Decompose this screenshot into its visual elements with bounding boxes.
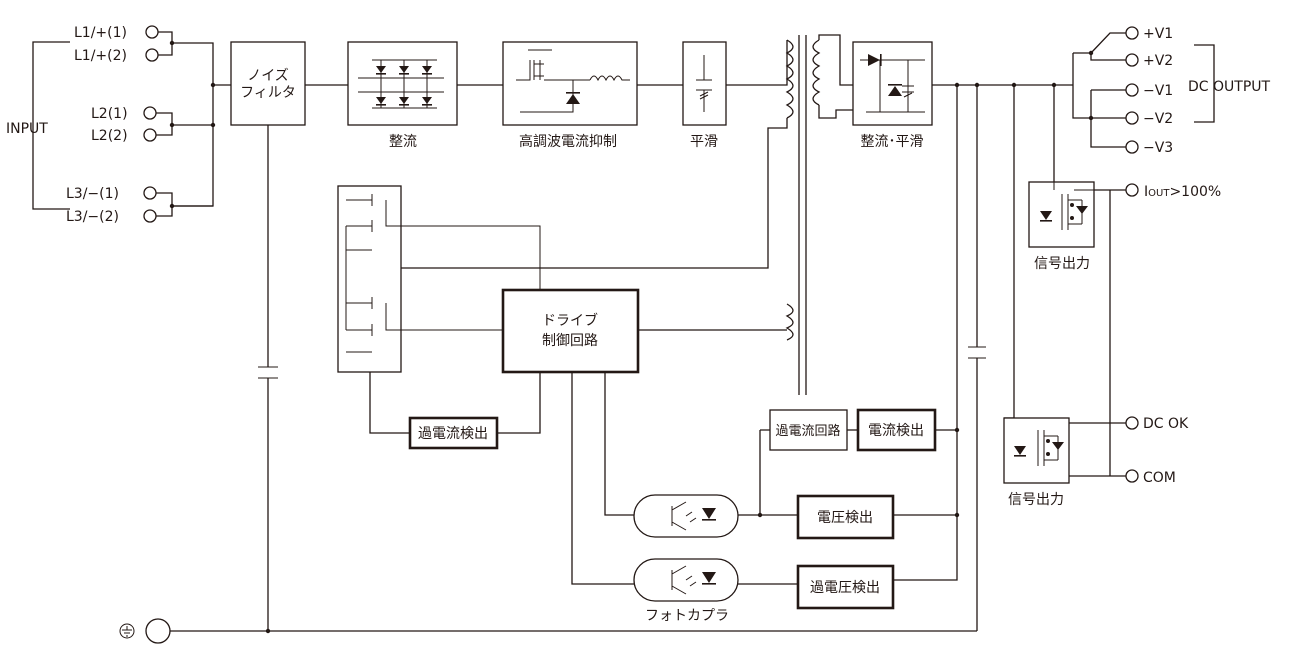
terminal-l3-1[interactable] <box>143 186 157 200</box>
noise-filter-label-2: フィルタ <box>240 85 296 101</box>
rectifier-label: 整流 <box>389 134 417 150</box>
overvoltage-detect-label: 過電圧検出 <box>810 580 880 596</box>
current-detect-block: 電流検出 <box>856 408 937 452</box>
terminal-minus-v2[interactable] <box>1125 111 1139 125</box>
dc-output-bracket <box>1194 44 1215 123</box>
signal-output-iout-block: 信号出力 <box>1028 181 1118 272</box>
terminal-l1-2[interactable] <box>145 48 159 62</box>
terminal-minus-v3[interactable] <box>1125 140 1139 154</box>
dc-output-label: DC OUTPUT <box>1188 79 1271 95</box>
photocoupler-label: フォトカプラ <box>645 608 729 624</box>
output-diode-icon <box>868 54 880 66</box>
overcurrent-detect-label: 過電流検出 <box>418 426 488 442</box>
plus-v2-label: +V2 <box>1143 53 1173 69</box>
minus-v1-label: −V1 <box>1143 83 1173 99</box>
terminal-l2-1[interactable] <box>143 106 157 120</box>
terminal-l3-2[interactable] <box>143 209 157 223</box>
terminal-dc-ok[interactable] <box>1125 416 1139 430</box>
smoothing-block: 平滑 <box>682 41 727 150</box>
terminal-l2-1-label: L2(1) <box>91 106 128 122</box>
iout-label: IOUT>100% <box>1144 184 1221 200</box>
output-bus-wiring <box>893 82 1073 631</box>
input-section: INPUT L1/+(1) L1/+(2) L2(1) L2(2) L3/−(1… <box>6 25 231 225</box>
voltage-detect-label: 電圧検出 <box>817 510 873 526</box>
terminal-ground[interactable] <box>145 618 171 644</box>
signal-led-icon-1 <box>1040 211 1052 220</box>
com-label: COM <box>1143 470 1176 486</box>
photocoupler-1 <box>633 494 739 538</box>
current-detect-label: 電流検出 <box>868 423 924 439</box>
overcurrent-detect-block: 過電流検出 <box>408 416 499 450</box>
noise-filter-label-1: ノイズ <box>247 68 289 84</box>
signal-output-dcok-block: 信号出力 <box>1003 417 1070 508</box>
output-rectifier-block: 整流･平滑 <box>852 41 933 150</box>
terminal-minus-v1[interactable] <box>1125 83 1139 97</box>
terminal-l3-2-label: L3/−(2) <box>66 209 119 225</box>
y-capacitor-input-icon <box>258 366 278 379</box>
signal-output-2-label: 信号出力 <box>1008 492 1064 508</box>
terminal-l1-1[interactable] <box>145 25 159 39</box>
terminal-l2-2-label: L2(2) <box>91 128 128 144</box>
terminal-plus-v2[interactable] <box>1125 53 1139 67</box>
input-label: INPUT <box>6 121 48 137</box>
overvoltage-detect-block: 過電圧検出 <box>796 564 895 610</box>
smoothing-label: 平滑 <box>690 133 718 150</box>
ground-section <box>119 618 977 644</box>
terminal-com[interactable] <box>1125 469 1139 483</box>
overcurrent-circuit-block: 過電流回路 <box>769 409 848 451</box>
output-rectifier-label: 整流･平滑 <box>861 133 924 150</box>
voltage-detect-block: 電圧検出 <box>796 494 895 540</box>
harmonic-suppression-block: 高調波電流抑制 <box>502 41 638 150</box>
terminal-plus-v1[interactable] <box>1125 26 1139 40</box>
y-capacitor-output-icon <box>968 346 986 359</box>
dc-output-section: +V1 +V2 −V1 −V2 −V3 DC OUTPUT <box>1072 26 1271 156</box>
terminal-l1-1-label: L1/+(1) <box>74 25 127 41</box>
terminal-l1-2-label: L1/+(2) <box>74 48 127 64</box>
minus-v3-label: −V3 <box>1143 140 1173 156</box>
plus-v1-label: +V1 <box>1143 26 1173 42</box>
signal-led-icon-2 <box>1014 446 1026 455</box>
switching-transistor-block <box>337 185 541 373</box>
noise-filter-block: ノイズ フィルタ <box>230 41 306 126</box>
overcurrent-circuit-label: 過電流回路 <box>775 423 840 439</box>
transformer-icon <box>401 34 853 395</box>
terminal-iout[interactable] <box>1125 183 1139 197</box>
electrolytic-cap-icon <box>699 91 709 100</box>
terminal-l2-2[interactable] <box>143 128 157 142</box>
drive-label-2: 制御回路 <box>542 333 598 349</box>
dc-ok-label: DC OK <box>1143 416 1189 432</box>
drive-control-block: ドライブ 制御回路 <box>501 288 640 374</box>
drive-label-1: ドライブ <box>542 312 598 329</box>
signal-output-1-label: 信号出力 <box>1034 256 1090 272</box>
bridge-diode-icon <box>376 66 432 106</box>
terminal-l3-1-label: L3/−(1) <box>66 186 119 202</box>
harmonic-label: 高調波電流抑制 <box>519 133 617 150</box>
harmonic-diode-icon <box>566 94 580 104</box>
photocoupler-2 <box>633 558 739 602</box>
rectifier-block: 整流 <box>347 41 458 150</box>
ground-icon <box>119 623 135 639</box>
minus-v2-label: −V2 <box>1143 111 1173 127</box>
